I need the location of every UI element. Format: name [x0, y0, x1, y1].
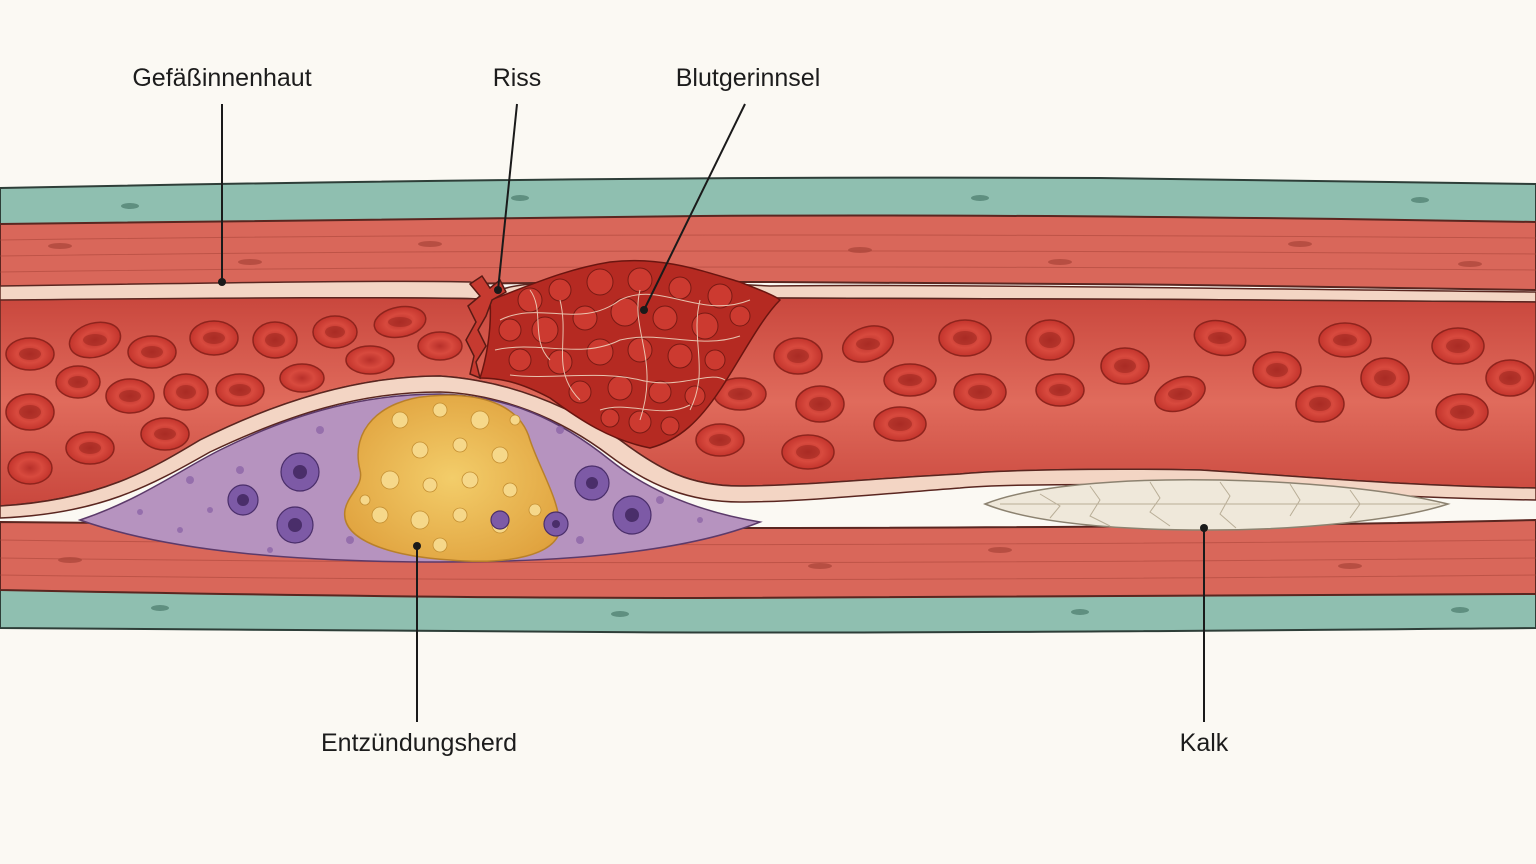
upper-vessel-wall — [0, 176, 1536, 303]
label-intima: Gefäßinnenhaut — [132, 64, 311, 92]
calcium-deposit — [982, 478, 1451, 531]
blood-clot — [478, 259, 782, 449]
label-inflammation: Entzündungsherd — [321, 729, 517, 757]
fibrin-strands — [494, 289, 751, 421]
leader-lines — [218, 103, 1208, 722]
label-calcium: Kalk — [1180, 729, 1229, 757]
leader-clot — [643, 103, 746, 311]
label-tear: Riss — [493, 64, 542, 92]
inflammation-focus — [77, 393, 763, 563]
leader-tear — [497, 103, 518, 291]
label-clot: Blutgerinnsel — [676, 64, 821, 92]
